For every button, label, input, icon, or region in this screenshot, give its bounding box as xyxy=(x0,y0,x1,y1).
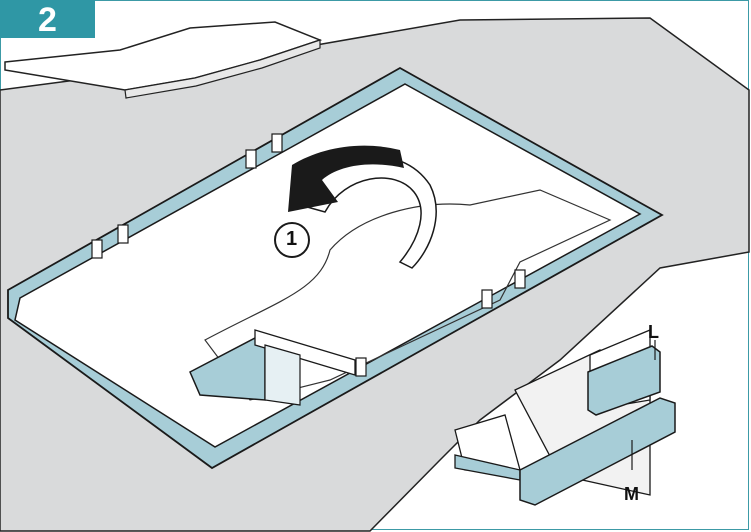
front-bracket xyxy=(189,329,356,406)
hood-body-outline xyxy=(204,189,612,401)
bracket-m xyxy=(519,397,676,506)
rotation-marker-label: 1 xyxy=(286,228,298,250)
part-l-label: L xyxy=(648,322,659,342)
frame-clips xyxy=(91,133,526,377)
part-m-label: M xyxy=(624,484,639,504)
rotation-arrow-icon xyxy=(288,145,437,269)
hood-lower-unit xyxy=(454,329,676,506)
countertop-cutout xyxy=(14,83,642,448)
raised-counter-block xyxy=(4,21,323,99)
step-marker-circle xyxy=(274,222,310,258)
step-number-badge: 2 xyxy=(0,0,95,39)
bracket-l xyxy=(587,345,661,416)
